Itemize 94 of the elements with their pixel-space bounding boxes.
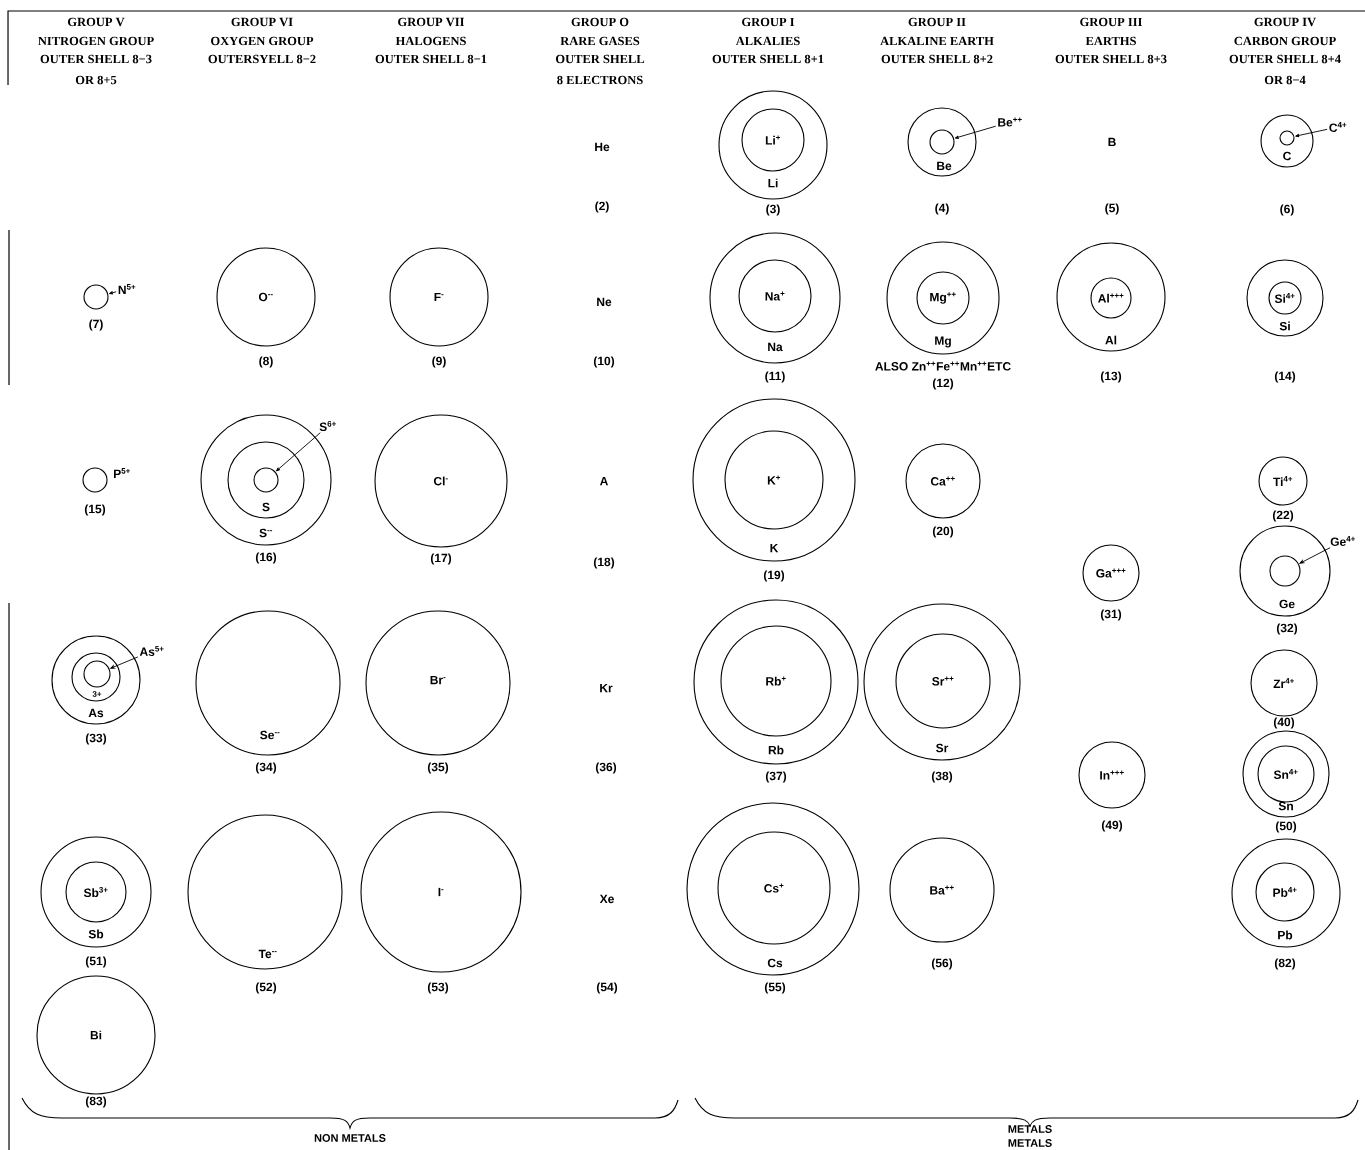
element-label: (22): [1272, 510, 1294, 522]
group-label: METALS: [1008, 1125, 1052, 1133]
element-label: (52): [255, 982, 277, 994]
element-label: (82): [1274, 958, 1296, 970]
element-label: (11): [765, 371, 785, 383]
element-label: (49): [1101, 820, 1123, 832]
element-label: (8): [259, 356, 273, 368]
header-text: GROUP O: [571, 17, 629, 27]
element-label: (32): [1276, 623, 1298, 635]
header-text: RARE GASES: [560, 36, 640, 46]
element-label: (37): [765, 771, 787, 783]
ion-label: N$^{5+}$: [118, 284, 136, 294]
ion-label: Be$^{++}$: [998, 117, 1022, 127]
ion-circle: [253, 467, 279, 493]
element-label: (33): [85, 733, 107, 745]
element-label: (12): [932, 378, 954, 390]
header-text: OUTERSYELL 8−2: [208, 54, 316, 64]
element-label: He: [595, 142, 610, 152]
element-label: (38): [931, 771, 953, 783]
header-text: OUTER SHELL 8+1: [712, 54, 824, 64]
element-label: (83): [85, 1096, 107, 1108]
header-text: GROUP III: [1080, 17, 1142, 27]
ion-label: C$^{4+}$: [1329, 122, 1347, 132]
header-text: OUTER SHELL 8−1: [375, 54, 487, 64]
ion-circle: [929, 129, 955, 155]
header-text: OXYGEN GROUP: [211, 36, 314, 46]
ion-label: S$^{6+}$: [319, 420, 336, 431]
header-text: CARBON GROUP: [1234, 36, 1336, 46]
leader-arrow: [108, 291, 117, 295]
element-label: Xe: [599, 894, 614, 904]
header-text: ALKALINE EARTH: [880, 36, 994, 46]
header-text: OR 8+5: [75, 75, 117, 85]
header-text: EARTHS: [1085, 36, 1136, 46]
element-label: (2): [595, 201, 609, 213]
element-label: (6): [1280, 204, 1294, 216]
header-text: HALOGENS: [395, 36, 466, 46]
element-label: Kr: [600, 683, 613, 693]
header-text: GROUP VII: [398, 17, 465, 27]
header-text: 8 ELECTRONS: [557, 75, 643, 85]
element-label: (20): [932, 526, 954, 538]
header-text: ALKALIES: [735, 36, 800, 46]
element-label: (54): [596, 982, 618, 994]
leader-arrow: [110, 656, 139, 669]
leader-arrow: [954, 125, 997, 139]
header-text: GROUP IV: [1254, 17, 1316, 27]
element-label: P$^{5+}$: [114, 468, 130, 478]
header-text: OUTER SHELL 8+3: [1055, 54, 1167, 64]
element-label: (53): [427, 982, 449, 994]
element-label: (16): [255, 552, 277, 564]
ion-label: As$^{5+}$: [139, 646, 164, 656]
element-label: (7): [89, 319, 103, 331]
group-label: NON METALS: [314, 1134, 386, 1142]
ion-circle: [1269, 555, 1301, 587]
element-label: (9): [432, 356, 446, 368]
element-label: (10): [593, 356, 615, 368]
element-label: A: [599, 476, 608, 486]
ion-circle: [83, 660, 111, 688]
element-label: (31): [1100, 609, 1122, 621]
element-label: (17): [430, 553, 452, 565]
element-label: B: [1108, 137, 1116, 147]
header-text: OUTER SHELL: [556, 54, 645, 64]
element-label: (35): [427, 762, 449, 774]
header-text: GROUP I: [742, 17, 795, 27]
element-label: (4): [935, 203, 949, 215]
element-label: (14): [1274, 371, 1296, 383]
element-label: (15): [84, 504, 106, 516]
element-label: (40): [1273, 717, 1295, 729]
element-label: (36): [595, 762, 617, 774]
element-label: (56): [931, 958, 953, 970]
header-text: OUTER SHELL 8+4: [1229, 54, 1341, 64]
element-label: (34): [255, 762, 277, 774]
element-label: (18): [593, 557, 615, 569]
header-text: NITROGEN GROUP: [38, 36, 154, 46]
ion-circle: [1279, 130, 1295, 146]
leader-arrow: [1299, 547, 1331, 564]
header-text: OUTER SHELL 8+2: [881, 54, 993, 64]
element-label: (51): [85, 956, 107, 968]
header-text: GROUP II: [908, 17, 966, 27]
header-text: GROUP V: [67, 17, 125, 27]
element-label: Ne: [597, 297, 612, 307]
group-label: METALS: [1008, 1139, 1052, 1147]
element-label: (19): [763, 570, 785, 582]
header-text: OR 8−4: [1264, 75, 1306, 85]
leader-arrow: [1295, 128, 1328, 138]
element-label: (50): [1275, 821, 1297, 833]
element-label: (55): [764, 982, 786, 994]
element-label: (13): [1100, 371, 1122, 383]
header-text: GROUP VI: [231, 17, 293, 27]
element-label: (3): [766, 204, 780, 216]
element-label: ALSO Zn$^{++}$Fe$^{++}$Mn$^{++}$ETC: [875, 361, 1011, 371]
leader-arrow: [276, 432, 321, 472]
header-text: OUTER SHELL 8−3: [40, 54, 152, 64]
ion-label: Ge$^{4+}$: [1330, 536, 1355, 546]
element-label: (5): [1105, 203, 1119, 215]
